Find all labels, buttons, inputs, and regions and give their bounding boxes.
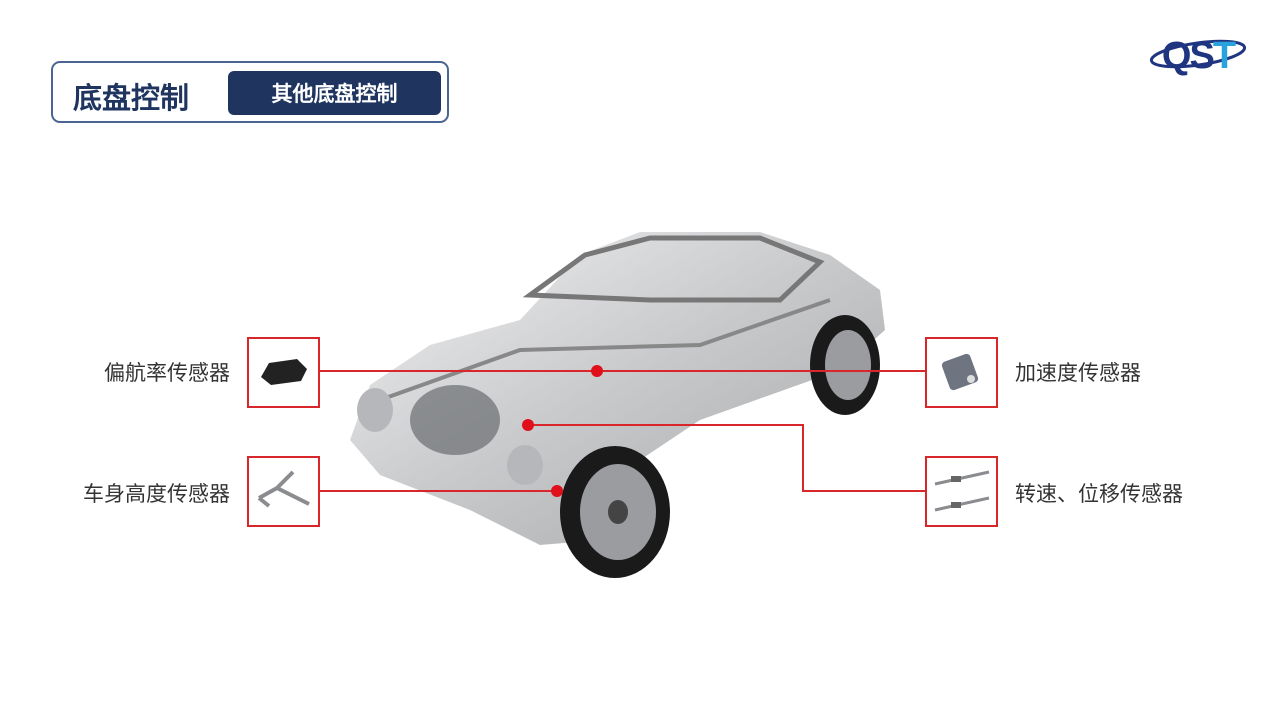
subtitle-badge: 其他底盘控制 xyxy=(228,71,441,115)
sensor-label-yaw-rate: 偏航率传感器 xyxy=(104,361,230,385)
sensor-label-acceleration: 加速度传感器 xyxy=(1015,361,1141,385)
height-sensor-icon xyxy=(257,470,310,508)
connector-speed xyxy=(528,424,925,492)
front-wheel xyxy=(560,446,670,578)
qst-logo: QST xyxy=(1149,35,1247,77)
acceleration-sensor-icon xyxy=(941,353,979,391)
sensor-label-height: 车身高度传感器 xyxy=(83,482,230,506)
marker-dot xyxy=(551,485,563,497)
marker-dot xyxy=(522,419,534,431)
speed-displacement-sensor-thumb xyxy=(925,456,998,527)
rear-wheel xyxy=(810,315,880,415)
height-sensor-thumb xyxy=(247,456,320,527)
sensor-label-speed-displacement: 转速、位移传感器 xyxy=(1015,482,1183,506)
speed-displacement-sensor-icon xyxy=(934,470,990,512)
svg-text:QST: QST xyxy=(1162,35,1236,77)
yaw-rate-sensor-thumb xyxy=(247,337,320,408)
yaw-rate-sensor-icon xyxy=(261,359,307,385)
acceleration-sensor-thumb xyxy=(925,337,998,408)
marker-dot xyxy=(591,365,603,377)
title-box: 底盘控制 其他底盘控制 xyxy=(51,61,449,123)
page-title: 底盘控制 xyxy=(73,81,190,115)
